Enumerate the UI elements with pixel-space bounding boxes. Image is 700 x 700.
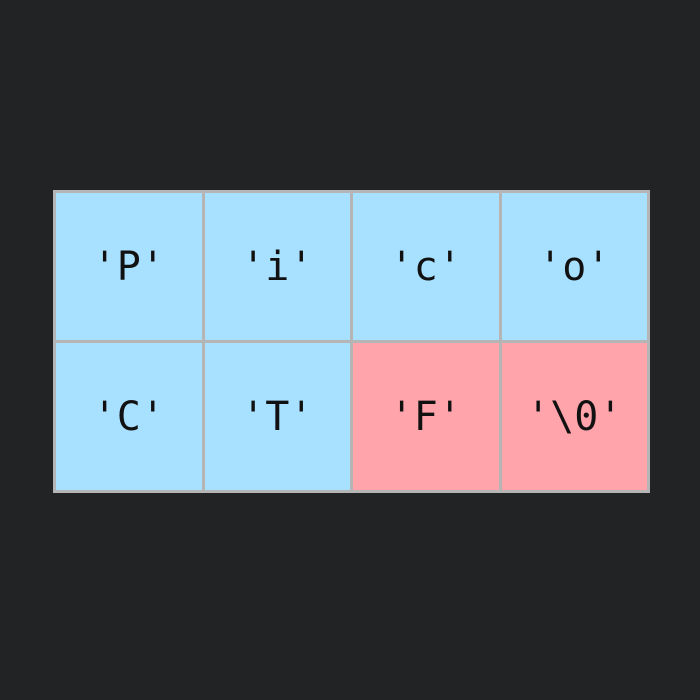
char-cell-1-3: '\0' (501, 343, 647, 490)
char-cell-0-1: 'i' (204, 193, 350, 340)
char-array-grid: 'P' 'i' 'c' 'o' 'C' 'T' 'F' '\0' (53, 190, 650, 493)
char-cell-0-0: 'P' (56, 193, 202, 340)
char-cell-0-2: 'c' (353, 193, 499, 340)
char-cell-0-3: 'o' (501, 193, 647, 340)
char-cell-1-2: 'F' (353, 343, 499, 490)
char-cell-1-0: 'C' (56, 343, 202, 490)
char-cell-1-1: 'T' (204, 343, 350, 490)
